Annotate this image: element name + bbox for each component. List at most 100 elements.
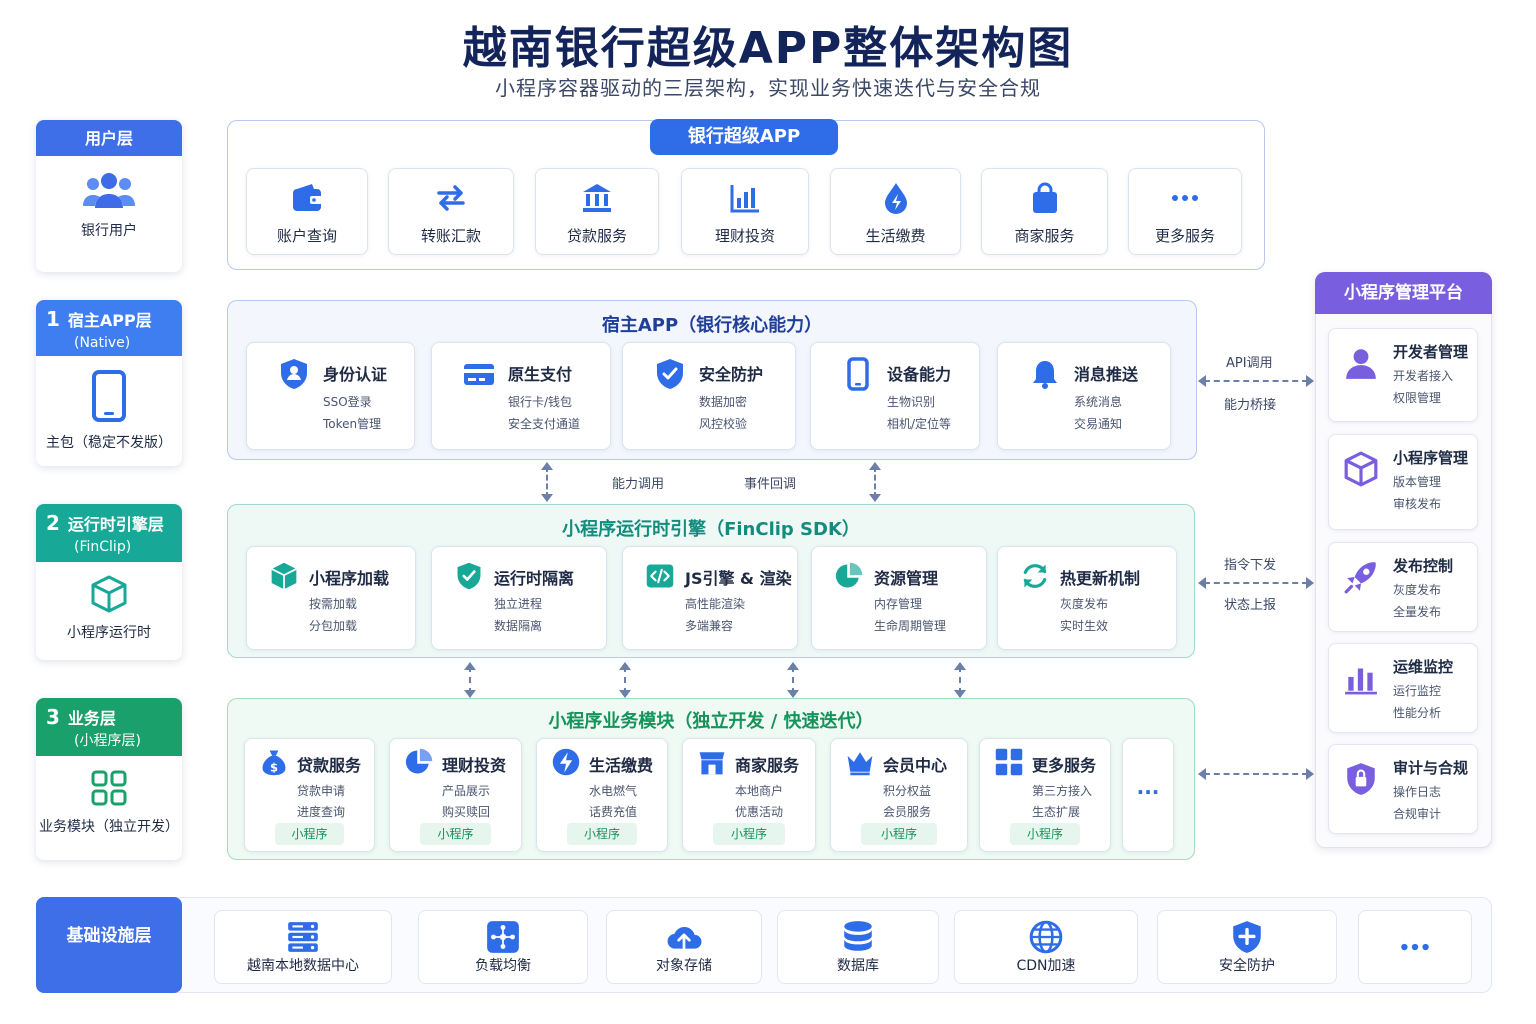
app-service-card[interactable]: 账户查询 (246, 168, 368, 255)
business-module-card[interactable]: 更多服务 第三方接入 生态扩展小程序 (979, 738, 1111, 852)
runtime-module-card[interactable]: 小程序加载 按需加载 分包加载 (246, 546, 416, 650)
double-arrow-icon (1198, 375, 1314, 387)
host-module-card[interactable]: 身份认证 SSO登录 Token管理 (246, 342, 415, 450)
host-module-card[interactable]: 安全防护 数据加密 风控校验 (622, 342, 796, 450)
platform-title: 小程序管理平台 (1315, 272, 1492, 314)
platform-module-line: 运行监控 (1393, 684, 1442, 698)
rocket-icon (1344, 562, 1376, 594)
business-module-title: 会员中心 (883, 756, 948, 775)
runtime-module-card[interactable]: 资源管理 内存管理 生命周期管理 (811, 546, 987, 650)
shield-check-icon (657, 359, 683, 389)
platform-module-line: 全量发布 (1393, 605, 1442, 619)
host-module-line: 安全支付通道 (508, 417, 581, 431)
platform-module-line: 合规审计 (1393, 807, 1442, 821)
infra-service-label: 负载均衡 (475, 958, 531, 974)
runtime-module-line: 按需加载 (309, 597, 358, 611)
app-service-card[interactable]: 转账汇款 (388, 168, 514, 255)
app-service-card[interactable]: 商家服务 (981, 168, 1108, 255)
host-module-line: 交易通知 (1074, 417, 1123, 431)
platform-module-card[interactable]: 运维监控 运行监控 性能分析 (1328, 643, 1478, 733)
platform-module-title: 审计与合规 (1393, 759, 1469, 777)
infra-service-card[interactable]: 负载均衡 (418, 910, 588, 984)
connector-arrow (959, 666, 961, 694)
network-icon (487, 921, 519, 953)
platform-module-title: 小程序管理 (1393, 449, 1469, 467)
app-service-card[interactable]: 生活缴费 (830, 168, 961, 255)
page-title: 越南银行超级APP整体架构图 (462, 23, 1074, 74)
business-module-card[interactable]: 生活缴费 水电燃气 话费充值小程序 (536, 738, 668, 852)
double-arrow-icon (464, 662, 476, 698)
infra-service-label: 数据库 (837, 958, 879, 974)
business-module-card[interactable]: 理财投资 产品展示 购买赎回小程序 (389, 738, 522, 852)
platform-module-card[interactable]: 发布控制 灰度发布 全量发布 (1328, 542, 1478, 632)
phone-icon (847, 357, 869, 391)
app-service-card[interactable]: 更多服务 (1128, 168, 1242, 255)
double-arrow-icon (541, 462, 553, 502)
mobile-icon (92, 370, 126, 422)
mini-program-badge: 小程序 (567, 823, 637, 845)
double-arrow-icon (954, 662, 966, 698)
connector-arrow (1204, 380, 1308, 382)
shield-check-icon (457, 562, 481, 590)
shopping-bag-icon (1032, 182, 1057, 213)
host-module-card[interactable]: 设备能力 生物识别 相机/定位等 (810, 342, 980, 450)
layer-card-user-label: 银行用户 (81, 223, 137, 239)
infra-service-card[interactable]: 安全防护 (1157, 910, 1337, 984)
layer-card-business-title: 业务层 (67, 709, 116, 728)
page-subtitle: 小程序容器驱动的三层架构，实现业务快速迭代与安全合规 (495, 76, 1041, 100)
business-module-line: 会员服务 (883, 805, 932, 819)
business-module-card[interactable]: 商家服务 本地商户 优惠活动小程序 (682, 738, 816, 852)
runtime-module-title: 资源管理 (874, 569, 939, 588)
connector-arrow (624, 666, 626, 694)
more-icon (1401, 943, 1429, 951)
cloud-upload-icon (667, 927, 702, 949)
app-service-label: 账户查询 (276, 227, 337, 245)
runtime-module-line: 高性能渲染 (685, 597, 746, 611)
layer-card-business-label: 业务模块（独立开发） (39, 819, 179, 835)
platform-module-line: 版本管理 (1393, 475, 1442, 489)
infra-service-card[interactable]: 对象存储 (606, 910, 762, 984)
host-app-title: 宿主APP（银行核心能力） (601, 315, 823, 336)
platform-module-card[interactable]: 审计与合规 操作日志 合规审计 (1328, 744, 1478, 834)
business-module-card[interactable]: $ 贷款服务 贷款申请 进度查询小程序 (244, 738, 375, 852)
infra-service-card[interactable]: CDN加速 (954, 910, 1138, 984)
infra-service-card[interactable] (1358, 910, 1472, 984)
app-service-card[interactable]: 理财投资 (681, 168, 809, 255)
app-service-card[interactable]: 贷款服务 (535, 168, 659, 255)
business-module-line: 贷款申请 (297, 784, 346, 798)
money-bag-icon: $ (262, 750, 286, 776)
host-module-card[interactable]: 原生支付 银行卡/钱包 安全支付通道 (431, 342, 611, 450)
runtime-module-card[interactable]: 热更新机制 灰度发布 实时生效 (997, 546, 1177, 650)
platform-module-card[interactable]: 开发者管理 开发者接入 权限管理 (1328, 328, 1478, 422)
shield-user-icon (281, 359, 307, 389)
business-module-line: 话费充值 (589, 805, 638, 819)
business-module-card[interactable]: 会员中心 积分权益 会员服务小程序 (830, 738, 968, 852)
infra-service-card[interactable]: 数据库 (777, 910, 939, 984)
business-module-line: 第三方接入 (1032, 784, 1093, 798)
code-icon (646, 564, 674, 588)
app-service-label: 商家服务 (1014, 227, 1075, 245)
svg-text:$: $ (270, 761, 278, 775)
server-icon (288, 922, 318, 952)
host-module-card[interactable]: 消息推送 系统消息 交易通知 (997, 342, 1171, 450)
shield-lock-icon (1347, 763, 1375, 795)
business-more-cell[interactable]: ... (1122, 738, 1174, 852)
business-module-line: 积分权益 (883, 784, 932, 798)
app-service-label: 贷款服务 (566, 227, 627, 245)
double-arrow-icon (1198, 577, 1314, 589)
double-arrow-icon (869, 462, 881, 502)
host-module-line: 相机/定位等 (887, 417, 952, 431)
runtime-module-card[interactable]: JS引擎 & 渲染 高性能渲染 多端兼容 (622, 546, 798, 650)
app-service-label: 转账汇款 (420, 227, 481, 245)
platform-module-card[interactable]: 小程序管理 版本管理 审核发布 (1328, 434, 1478, 530)
event-callback-label: 事件回调 (744, 477, 797, 492)
platform-module-line: 操作日志 (1393, 785, 1442, 799)
pie-icon (405, 748, 433, 774)
cube-icon (91, 575, 127, 613)
runtime-module-card[interactable]: 运行时隔离 独立进程 数据隔离 (431, 546, 607, 650)
infra-service-card[interactable]: 越南本地数据中心 (214, 910, 392, 984)
database-icon (844, 921, 872, 951)
